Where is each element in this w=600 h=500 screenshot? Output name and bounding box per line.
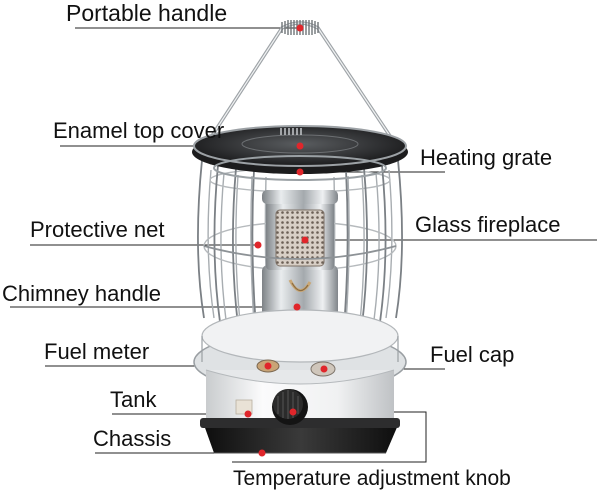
marker-protective-net: [254, 241, 262, 249]
marker-fuel-cap: [320, 365, 328, 373]
label-chimney-handle: Chimney handle: [2, 281, 161, 306]
chassis: [200, 418, 400, 454]
label-protective-net: Protective net: [30, 217, 165, 242]
marker-dots: [244, 24, 328, 457]
temperature-knob: [272, 389, 308, 425]
portable-handle: [204, 20, 398, 146]
marker-temperature-knob: [289, 408, 297, 416]
chimney-assembly: [262, 190, 338, 323]
protective-net-front: [197, 159, 403, 328]
marker-enamel-top-cover: [296, 142, 304, 150]
label-enamel-top-cover: Enamel top cover: [53, 118, 225, 143]
marker-tank: [244, 410, 252, 418]
label-fuel-meter: Fuel meter: [44, 339, 150, 364]
marker-portable-handle: [296, 24, 304, 32]
label-chassis: Chassis: [93, 426, 172, 451]
marker-chimney-handle: [293, 303, 301, 311]
label-portable-handle: Portable handle: [66, 0, 228, 26]
marker-chassis: [258, 449, 266, 457]
marker-heating-grate: [296, 168, 304, 176]
marker-fuel-meter: [264, 362, 272, 370]
label-temperature-adjustment-knob: Temperature adjustment knob: [233, 467, 511, 490]
label-fuel-cap: Fuel cap: [430, 342, 515, 367]
label-tank: Tank: [110, 387, 157, 412]
marker-glass-fireplace: [301, 236, 309, 244]
label-heating-grate: Heating grate: [420, 145, 553, 170]
label-glass-fireplace: Glass fireplace: [415, 212, 561, 237]
